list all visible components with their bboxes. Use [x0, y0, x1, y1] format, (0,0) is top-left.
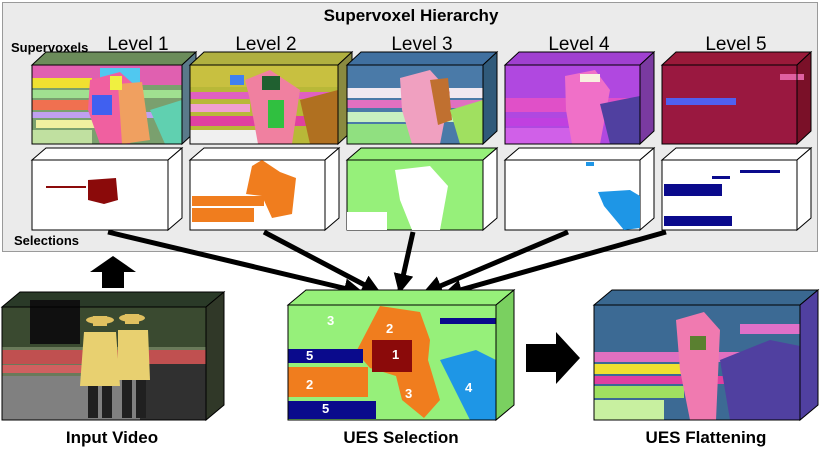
selection-cube-level-1: [30, 146, 184, 232]
supervoxel-cube-level-5: [660, 50, 813, 146]
region-label: 1: [392, 347, 399, 362]
arrow-level-5: [442, 229, 667, 300]
ues-selection-cube: [286, 288, 516, 422]
level-label-4: Level 4: [548, 34, 610, 55]
region-label: 5: [306, 348, 313, 363]
input-video-cube: [0, 290, 226, 422]
level-label-2: Level 2: [235, 34, 297, 55]
region-label: 3: [327, 313, 334, 328]
region-label: 2: [306, 377, 313, 392]
caption-ues-selection: UES Selection: [343, 428, 459, 447]
selection-cube-level-2: [188, 146, 341, 232]
region-labels: 3 2 1 5 2 3 4 5: [306, 313, 473, 416]
arrow-level-1: [107, 229, 364, 299]
row-label-selections: Selections: [14, 233, 80, 248]
row-label-supervoxels: Supervoxels: [11, 40, 89, 55]
region-label: 4: [465, 380, 473, 395]
supervoxel-cube-level-4: [503, 50, 656, 146]
up-arrow: [90, 256, 136, 288]
selection-cube-level-5: [660, 146, 813, 232]
arrow-level-2: [262, 229, 382, 295]
level-label-3: Level 3: [391, 34, 453, 55]
right-arrow: [526, 332, 580, 384]
region-label: 3: [405, 386, 412, 401]
caption-input-video: Input Video: [65, 428, 159, 447]
level-label-1: Level 1: [107, 34, 169, 55]
supervoxel-cube-level-1: [30, 50, 198, 146]
level-label-5: Level 5: [705, 34, 767, 55]
region-label: 2: [386, 321, 393, 336]
selection-cube-level-3: [345, 146, 499, 232]
supervoxel-cube-level-2: [188, 50, 354, 146]
region-label: 5: [322, 401, 329, 416]
supervoxel-cube-level-3: [345, 50, 499, 146]
selection-cube-level-4: [503, 146, 656, 232]
arrow-level-3: [393, 231, 416, 294]
hierarchy-title: Supervoxel Hierarchy: [323, 6, 499, 25]
selection-arrows: [107, 229, 667, 300]
ues-flattening-cube: [592, 288, 820, 422]
caption-ues-flattening: UES Flattening: [645, 428, 767, 447]
arrow-level-4: [422, 229, 569, 295]
